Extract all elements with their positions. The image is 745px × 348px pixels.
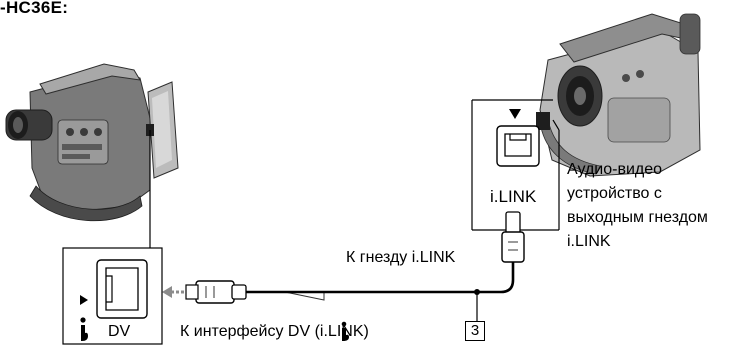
- camcorder-left-icon: [6, 64, 178, 221]
- plug-in-arrow-icon: [162, 286, 184, 298]
- left-plug-icon: [186, 281, 246, 303]
- right-plug-icon: [502, 212, 524, 262]
- interface-label: К интерфейсу DV (i.LINK): [180, 322, 369, 341]
- device-description-line-1: Аудио-видео: [567, 158, 708, 182]
- step-number-badge: 3: [465, 321, 485, 341]
- dv-port-label: DV: [108, 322, 130, 341]
- device-description-line-4: i.LINK: [567, 230, 708, 254]
- port-indicator-triangle-icon: [509, 109, 521, 119]
- device-description-line-3: выходным гнездом: [567, 206, 708, 230]
- socket-label: К гнезду i.LINK: [346, 248, 455, 267]
- model-title: -HC36E:: [0, 0, 68, 17]
- camcorder-right-icon: [536, 14, 700, 176]
- device-description: Аудио-видео устройство с выходным гнездо…: [567, 158, 708, 254]
- device-description-line-2: устройство с: [567, 182, 708, 206]
- ilink-port-label: i.LINK: [490, 187, 536, 206]
